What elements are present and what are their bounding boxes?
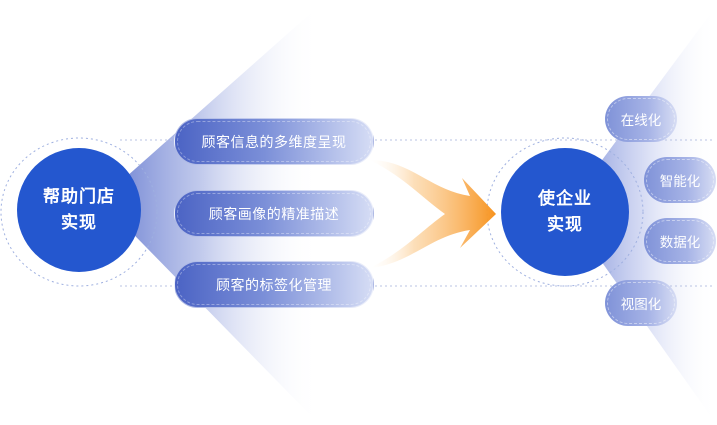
outcome-tag-visual: 视图化 [605,280,677,326]
left-circle-line1: 帮助门店 [43,187,115,207]
right-center-circle: 使企业 实现 [501,148,629,276]
left-center-circle: 帮助门店 实现 [17,148,141,272]
item-pill-tagging: 顾客的标签化管理 [174,261,374,308]
outcome-tag-data: 数据化 [644,218,716,264]
item-pill-profile: 顾客信息的多维度呈现 [174,118,374,165]
item-pill-portrait: 顾客画像的精准描述 [174,190,374,237]
right-beam [565,5,717,425]
outcome-label: 视图化 [620,297,662,313]
right-circle-line2: 实现 [547,215,583,235]
item-label: 顾客的标签化管理 [216,277,332,294]
converge-arrow [370,160,496,268]
right-circle-line1: 使企业 [538,189,592,209]
outcome-label: 智能化 [659,174,701,190]
outcome-tag-intelligent: 智能化 [644,157,716,203]
outcome-label: 数据化 [659,235,701,251]
outcome-label: 在线化 [620,113,662,129]
right-halo [486,137,644,287]
item-label: 顾客画像的精准描述 [208,206,340,223]
left-circle-line2: 实现 [61,213,97,233]
left-halo [0,137,158,287]
item-label: 顾客信息的多维度呈现 [201,134,347,151]
outcome-tag-online: 在线化 [605,96,677,142]
